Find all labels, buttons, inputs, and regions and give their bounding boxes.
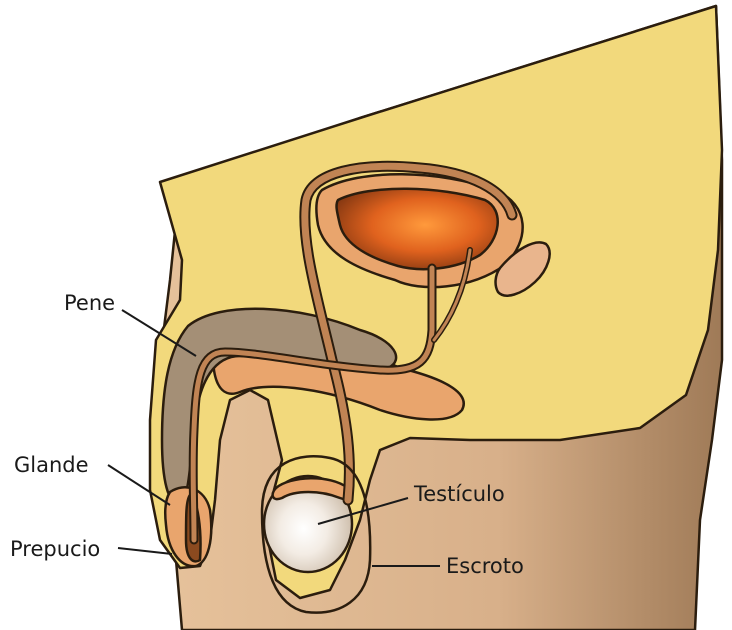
label-glande: Glande	[14, 453, 89, 477]
label-testiculo: Testículo	[413, 482, 505, 506]
label-pene: Pene	[64, 291, 115, 315]
label-prepucio: Prepucio	[10, 537, 100, 561]
label-escroto: Escroto	[446, 554, 524, 578]
leader-prepucio	[118, 548, 172, 554]
